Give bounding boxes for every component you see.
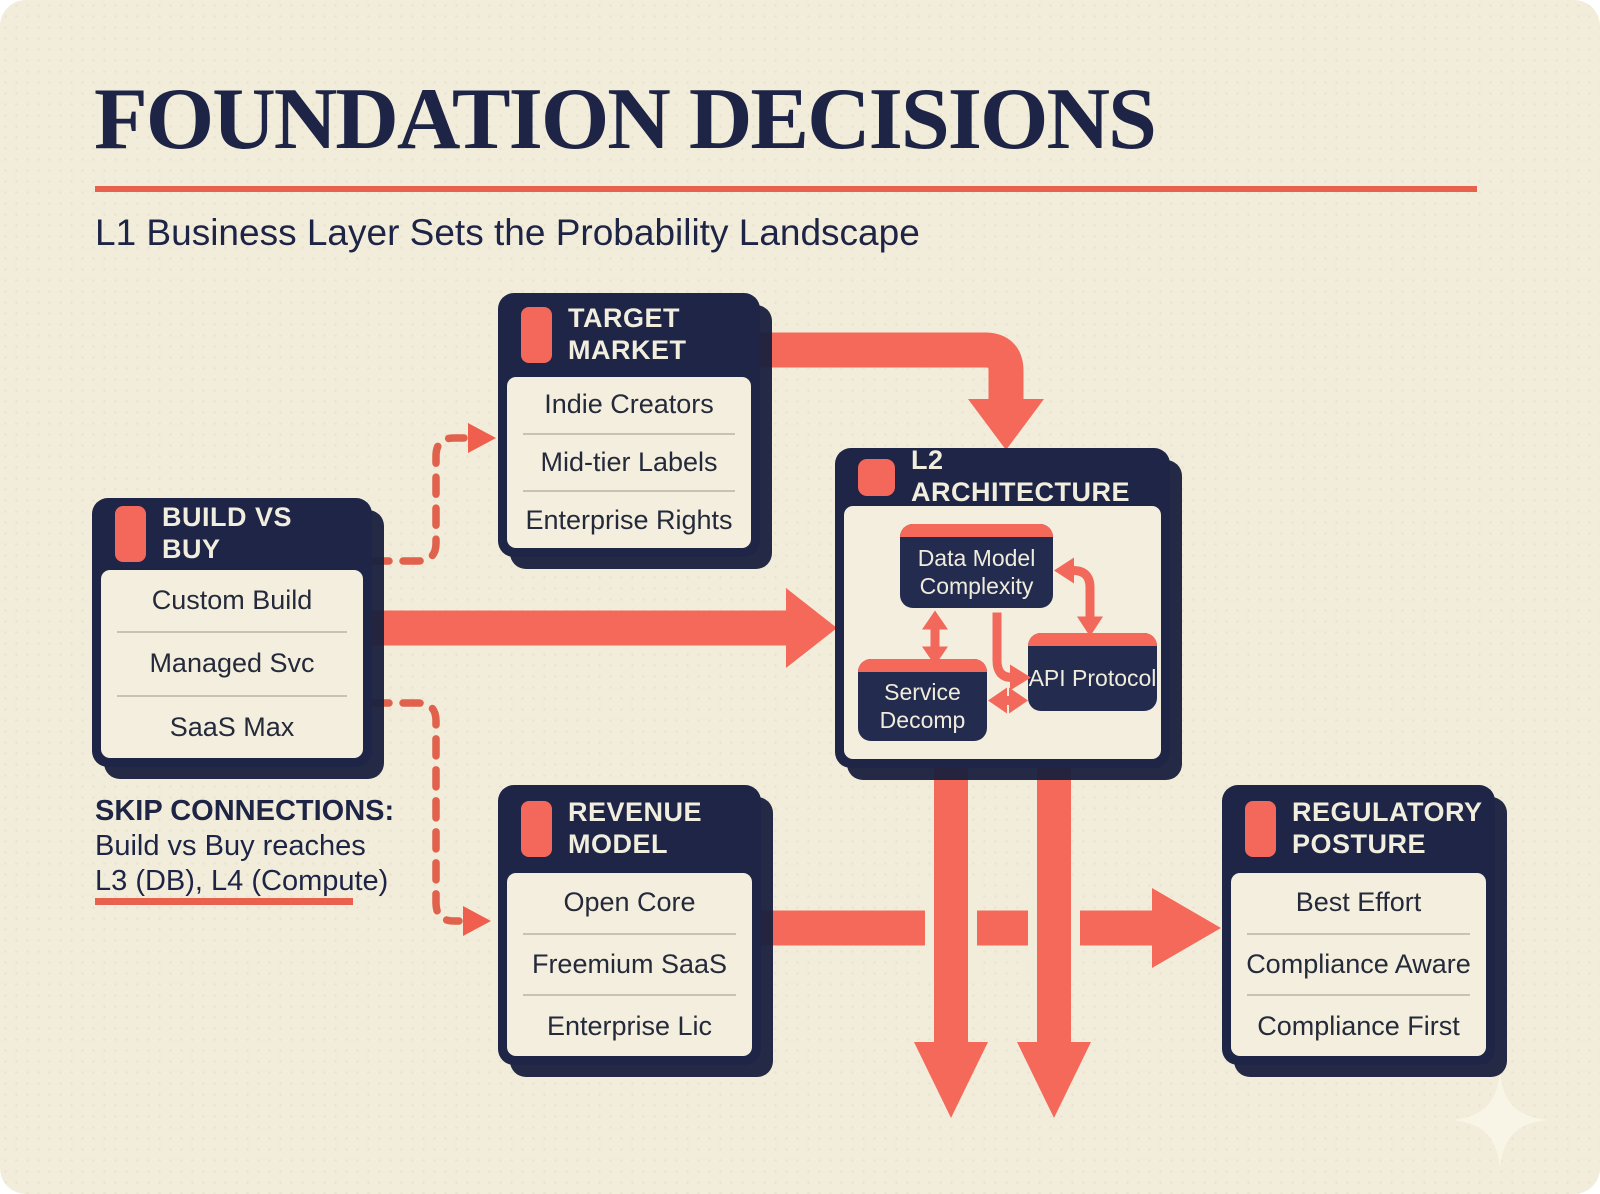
divider [1247, 932, 1470, 935]
note-underline [95, 898, 353, 905]
accent-chip-icon [858, 458, 895, 496]
node-label: Service Decomp [879, 678, 966, 733]
node-api-protocol: API Protocol [1028, 633, 1157, 711]
title-underline [95, 186, 1477, 192]
arrow-datamodel-service [922, 610, 948, 666]
box-revenue-model: REVENUE MODEL Open Core Freemium SaaS En… [498, 785, 761, 1065]
divider [523, 932, 736, 935]
divider [523, 432, 735, 435]
arrow-api-datamodel [1054, 557, 1103, 637]
arrow-revenue-to-regulatory [757, 888, 1221, 968]
arrow-l2-down-left [914, 766, 988, 1118]
box-regulatory-posture-header: REGULATORY POSTURE [1231, 785, 1486, 873]
page-title: FOUNDATION DECISIONS [94, 71, 1157, 168]
arrow-build-to-l2 [372, 588, 837, 668]
option-item: Managed Svc [149, 648, 315, 679]
option-item: Open Core [563, 887, 696, 918]
node-label: Data Model Complexity [917, 544, 1036, 599]
box-l2-architecture-header: L2 ARCHITECTURE [844, 445, 1161, 507]
note-line: L3 (DB), L4 (Compute) [95, 864, 389, 897]
node-service-decomp: Service Decomp [858, 659, 987, 741]
box-title: REGULATORY POSTURE [1292, 797, 1483, 859]
option-item: Compliance First [1257, 1010, 1460, 1041]
box-l2-architecture: L2 ARCHITECTURE Data Model Complexity Se… [835, 445, 1170, 768]
note-line: Build vs Buy reaches [95, 829, 366, 862]
divider [523, 994, 736, 997]
option-item: Freemium SaaS [531, 949, 728, 979]
box-target-market-options: Indie Creators Mid-tier Labels Enterpris… [507, 377, 751, 548]
arrow-target-to-l2 [757, 332, 1044, 450]
arrow-datamodel-to-api [992, 612, 1031, 691]
box-title: REVENUE MODEL [568, 797, 703, 859]
box-build-vs-buy: BUILD VS BUY Custom Build Managed Svc Sa… [92, 498, 372, 767]
option-item: SaaS Max [169, 711, 295, 742]
option-item: Enterprise Rights [525, 504, 733, 535]
divider [1247, 994, 1470, 997]
box-title: BUILD VS BUY [162, 502, 293, 564]
node-label: API Protocol [1028, 664, 1157, 691]
box-build-vs-buy-options: Custom Build Managed Svc SaaS Max [101, 570, 363, 758]
option-item: Custom Build [151, 585, 313, 616]
box-title: L2 ARCHITECTURE [911, 445, 1130, 507]
accent-chip-icon [521, 801, 552, 857]
divider [117, 694, 347, 697]
divider [117, 631, 347, 634]
arrow-l2-down-right [1017, 766, 1091, 1118]
accent-chip-icon [1245, 801, 1276, 857]
note-heading: SKIP CONNECTIONS: [95, 795, 395, 827]
divider [523, 490, 735, 493]
box-regulatory-posture-options: Best Effort Compliance Aware Compliance … [1231, 873, 1486, 1056]
option-item: Indie Creators [544, 389, 714, 420]
node-data-model-complexity: Data Model Complexity [900, 524, 1053, 608]
box-regulatory-posture: REGULATORY POSTURE Best Effort Complianc… [1222, 785, 1495, 1065]
page-subtitle: L1 Business Layer Sets the Probability L… [95, 212, 920, 253]
box-target-market: TARGET MARKET Indie Creators Mid-tier La… [498, 293, 760, 557]
box-title: TARGET MARKET [568, 303, 687, 365]
option-item: Best Effort [1295, 887, 1422, 918]
option-item: Enterprise Lic [546, 1010, 713, 1041]
accent-chip-icon [115, 506, 146, 562]
accent-chip-icon [521, 307, 552, 363]
sparkle-icon [1452, 1072, 1548, 1168]
dashed-arrow-build-to-target [368, 423, 496, 565]
box-revenue-model-header: REVENUE MODEL [507, 785, 752, 873]
skip-connections-note: SKIP CONNECTIONS: Build vs Buy reaches L… [95, 795, 395, 898]
box-revenue-model-options: Open Core Freemium SaaS Enterprise Lic [507, 873, 752, 1056]
box-target-market-header: TARGET MARKET [507, 293, 751, 377]
box-l2-architecture-body: Data Model Complexity Service Decomp API… [844, 506, 1161, 759]
option-item: Mid-tier Labels [540, 447, 718, 477]
option-item: Compliance Aware [1246, 949, 1471, 979]
arrow-service-api [988, 687, 1028, 714]
box-build-vs-buy-header: BUILD VS BUY [101, 498, 363, 570]
dashed-arrow-build-to-revenue [368, 699, 491, 936]
